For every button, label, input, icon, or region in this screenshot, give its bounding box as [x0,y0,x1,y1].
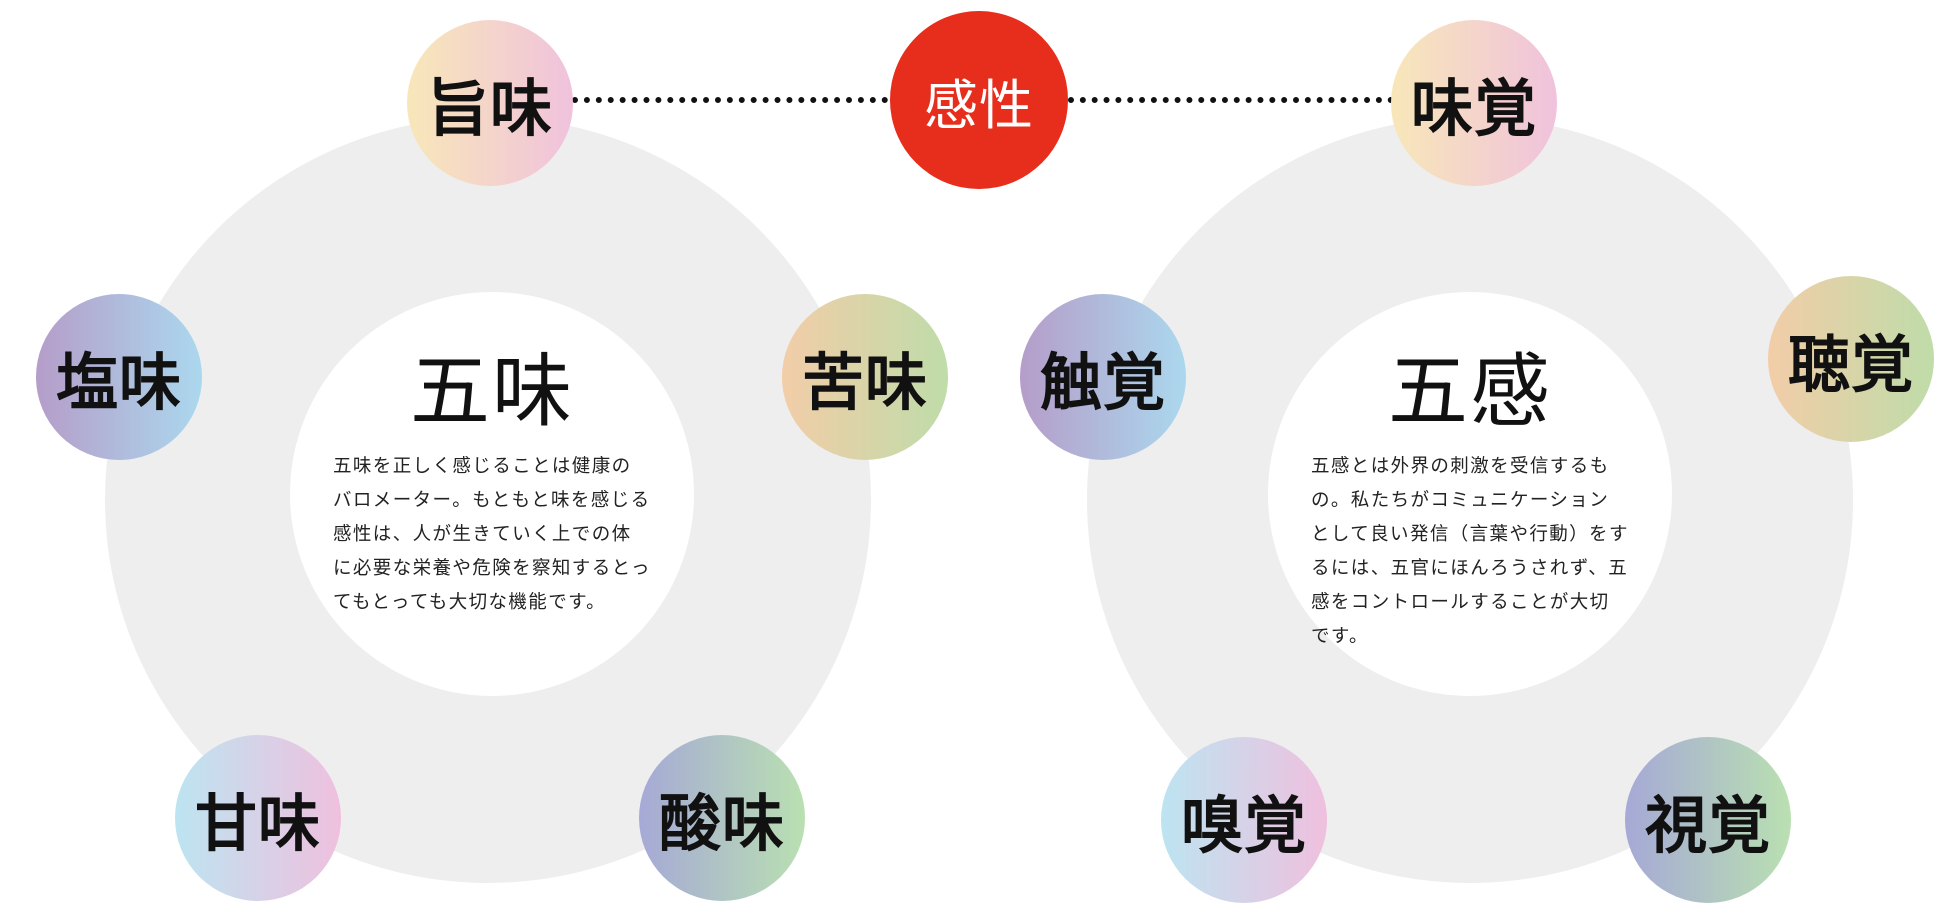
node-shokkaku-label: 触覚 [1039,346,1166,419]
node-kyuukaku-label: 嗅覚 [1180,789,1307,862]
node-nigami: 苦味 [782,294,948,460]
five-senses-description: 五感とは外界の刺激を受信するもの。私たちがコミュニケーションとして良い発信（言葉… [1311,456,1629,647]
node-shikaku: 視覚 [1625,737,1791,903]
dotted-connector-right [1068,97,1394,103]
node-choukaku-label: 聴覚 [1787,328,1914,401]
node-kyuukaku: 嗅覚 [1161,737,1327,903]
node-nigami-label: 苦味 [801,346,928,419]
sensibility-hub: 感性 [890,11,1068,189]
five-senses-center: 五感 五感とは外界の刺激を受信するもの。私たちがコミュニケーションとして良い発信… [1268,292,1672,696]
dotted-connector-left [572,97,888,103]
node-enmi-label: 塩味 [55,346,182,419]
node-enmi: 塩味 [36,294,202,460]
five-tastes-center: 五味 五味を正しく感じることは健康のバロメーター。もともと味を感じる感性は、人が… [290,292,694,696]
five-tastes-title: 五味 [410,345,574,438]
node-shokkaku: 触覚 [1020,294,1186,460]
node-umami: 旨味 [407,20,573,186]
node-sanmi-label: 酸味 [658,787,785,860]
five-tastes-description: 五味を正しく感じることは健康のバロメーター。もともと味を感じる感性は、人が生きて… [333,456,651,613]
node-umami-label: 旨味 [426,72,553,145]
node-choukaku: 聴覚 [1768,276,1934,442]
sensibility-hub-label: 感性 [924,73,1034,137]
node-shikaku-label: 視覚 [1644,789,1771,862]
five-senses-title: 五感 [1388,345,1552,438]
node-amami-label: 甘味 [194,787,321,860]
node-amami: 甘味 [175,735,341,901]
node-sanmi: 酸味 [639,735,805,901]
node-mikaku-label: 味覚 [1410,72,1537,145]
node-mikaku: 味覚 [1391,20,1557,186]
